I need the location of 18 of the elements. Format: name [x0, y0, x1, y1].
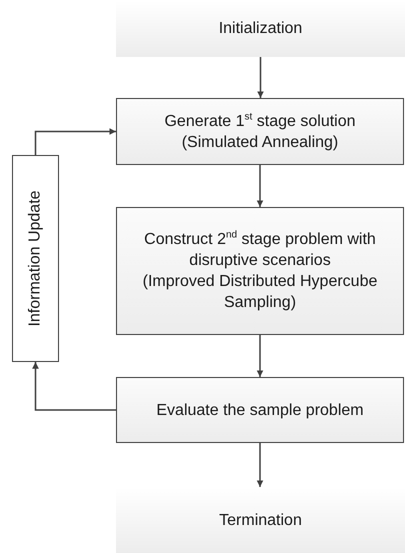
- arrow: [257, 57, 264, 98]
- arrow: [34, 128, 116, 155]
- arrow: [256, 335, 264, 377]
- arrow: [256, 165, 264, 207]
- node-label: Evaluate the sample problem: [156, 400, 364, 420]
- process-box: [116, 98, 404, 165]
- node-label: Termination: [219, 510, 302, 530]
- node-label: Information Update: [26, 190, 45, 327]
- arrow: [256, 443, 264, 487]
- node-label: Initialization: [218, 19, 302, 39]
- node-note: (Simulated Annealing): [182, 132, 338, 152]
- arrow: [32, 362, 116, 411]
- process-box: [116, 207, 404, 335]
- node-label: Construct 2$^{nd}$ stage problem with disruptive scenarios: [143, 229, 377, 271]
- process-box: [116, 377, 404, 443]
- process-box: [12, 155, 59, 362]
- node-label: Generate 1$^{st}$ stage solution: [164, 110, 356, 132]
- node-note: (Improved Distributed Hypercube Sampling): [142, 272, 378, 313]
